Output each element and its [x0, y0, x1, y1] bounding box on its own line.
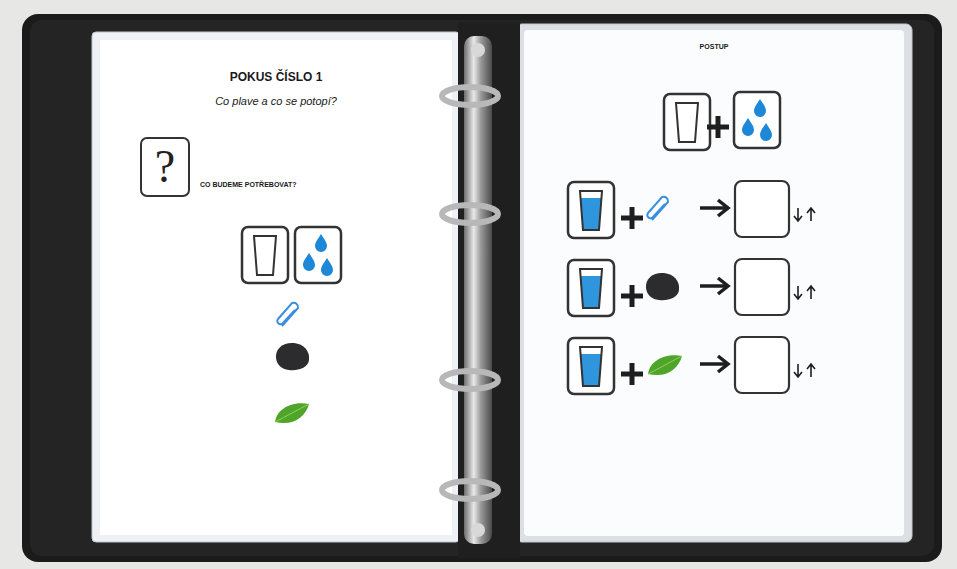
section-heading: CO BUDEME POTŘEBOVAT?	[200, 181, 330, 188]
plus-sign	[621, 285, 643, 307]
leaf-icon	[648, 355, 682, 375]
water-glass-icon	[568, 338, 614, 394]
result-box	[735, 337, 789, 393]
binder-rings	[442, 87, 498, 499]
result-arrow	[700, 356, 728, 372]
plus-sign	[621, 207, 643, 229]
question-box: ?	[140, 137, 190, 197]
ring-mechanism	[464, 36, 492, 544]
right-page	[524, 30, 904, 536]
result-box	[735, 259, 789, 315]
result-box	[735, 181, 789, 237]
sheet-protector	[516, 24, 912, 542]
leaf-icon	[275, 403, 309, 423]
sheet-protector	[92, 32, 460, 542]
subtitle: Co plave a co se potopí?	[166, 95, 386, 107]
sink-float-arrows	[794, 208, 815, 221]
water-icon	[734, 92, 780, 148]
page-title: POKUS ČÍSLO 1	[176, 70, 376, 84]
section-heading: POSTUP	[664, 43, 764, 50]
stone-icon	[646, 273, 679, 300]
sink-float-arrows	[794, 364, 815, 377]
left-page	[100, 40, 452, 535]
result-arrow	[700, 278, 728, 294]
paperclip-icon	[277, 303, 298, 326]
water-icon	[295, 227, 341, 283]
binder-inner	[30, 20, 934, 556]
rivets	[471, 43, 485, 537]
stone-icon	[276, 343, 309, 370]
result-arrow	[700, 200, 728, 216]
plus-sign	[621, 363, 643, 385]
paperclip-icon	[647, 197, 668, 220]
water-glass-icon	[568, 260, 614, 316]
sink-float-arrows	[794, 286, 815, 299]
water-glass-icon	[568, 182, 614, 238]
glass-icon	[242, 227, 288, 283]
question-mark: ?	[155, 144, 175, 190]
binder-cover	[22, 14, 942, 562]
glass-icon	[664, 94, 710, 150]
plus-sign	[707, 116, 729, 138]
